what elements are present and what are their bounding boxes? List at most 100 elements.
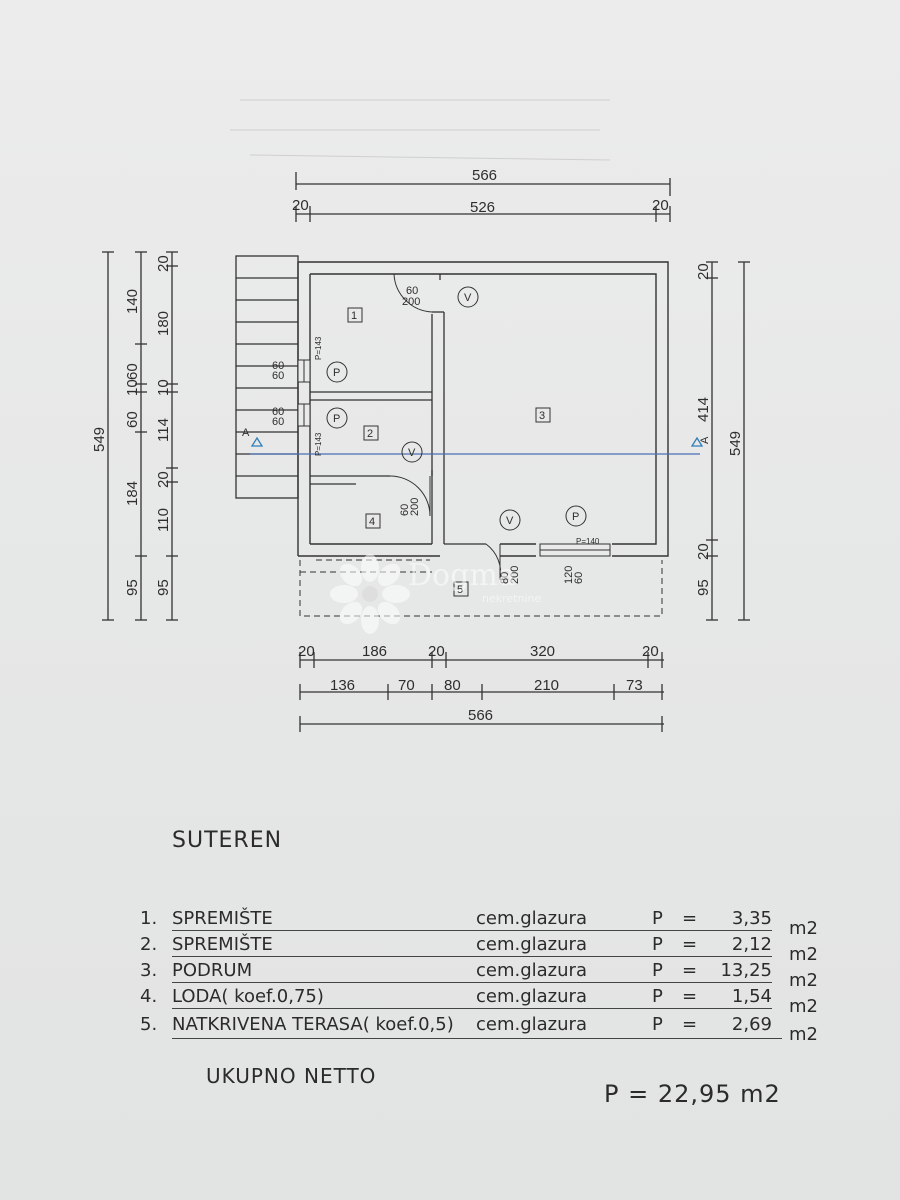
dim-bottom-overall: 566: [468, 707, 493, 724]
top-dimension-lines: [295, 172, 671, 222]
dim-right-0: 20: [695, 263, 712, 280]
room-label-2: 2: [367, 428, 373, 440]
dim-left-b-1: 180: [155, 311, 172, 336]
win2-width: 60: [272, 406, 284, 418]
outer-walls: [297, 261, 669, 557]
left-dimension-lines: [102, 251, 178, 621]
dim-left-a-2: 10: [124, 379, 141, 396]
room-label-1: 1: [351, 310, 357, 322]
dim-top-inner: 526: [470, 199, 495, 216]
room-label-3: 3: [539, 410, 545, 422]
dim-bottom-r1-2: 20: [428, 643, 445, 660]
dim-top-left-wall: 20: [292, 197, 309, 214]
dim-bottom-r1-3: 320: [530, 643, 555, 660]
table-row: 5. NATKRIVENA TERASA( koef.0,5) cem.glaz…: [140, 1014, 818, 1045]
door-swings: [389, 273, 502, 581]
row-underline: [172, 982, 772, 983]
dim-bottom-r1-4: 20: [642, 643, 659, 660]
win3-width: 120: [563, 566, 575, 584]
dim-left-b-5: 110: [155, 508, 172, 532]
total-label: UKUPNO NETTO: [206, 1064, 377, 1088]
bottom-dimension-lines: [299, 652, 664, 732]
room-labels: 1 2 3 4 5: [351, 310, 545, 596]
dim-bottom-r2-4: 73: [626, 677, 643, 694]
dim-right-3: 95: [695, 579, 712, 596]
floor-title: SUTEREN: [172, 828, 283, 853]
sill-height-3: P=140: [576, 537, 600, 546]
section-line: [250, 436, 704, 455]
room-label-5: 5: [457, 584, 463, 596]
table-row: 1. SPREMIŠTE cem.glazura P = 3,35 m2: [140, 908, 818, 939]
right-dimension-lines: [706, 261, 750, 621]
dim-right-1: 414: [695, 397, 712, 422]
table-row: 2. SPREMIŠTE cem.glazura P = 2,12 m2: [140, 934, 818, 965]
room-label-4: 4: [369, 516, 375, 528]
floor-plan: 566 20 526 20 549 140 60 10 60 184 95 20…: [91, 99, 750, 732]
parapet-symbol-2: P: [333, 413, 340, 425]
sill-height-1: P=143: [314, 336, 323, 360]
vent-symbol-1: V: [464, 292, 472, 304]
door-bottom-height: 200: [509, 566, 521, 584]
watermark-brand: Dogma: [408, 558, 516, 593]
staircase: [235, 255, 299, 499]
parapet-symbol-1: P: [333, 367, 340, 379]
ghost-lines: [230, 99, 611, 161]
vent-symbol-3: V: [506, 515, 514, 527]
watermark-flower-icon: [330, 554, 410, 634]
row-underline: [172, 930, 772, 931]
table-row: 4. LODA( koef.0,75) cem.glazura P = 1,54…: [140, 986, 818, 1017]
win3-height: 60: [573, 572, 585, 584]
symbol-circles: [326, 286, 587, 531]
door-mid-height: 200: [409, 498, 421, 516]
row-underline: [172, 1038, 782, 1039]
dim-left-a-1: 60: [124, 363, 141, 380]
dim-right-outer: 549: [727, 431, 744, 456]
opening-annotations: 60 200 60 60 60 60 P=143 P=143 P=140 60 …: [272, 285, 600, 584]
dim-left-a-0: 140: [124, 289, 141, 314]
dim-bottom-r2-3: 210: [534, 677, 559, 694]
section-mark-left: A: [242, 427, 250, 439]
section-mark-right: A: [699, 436, 711, 444]
dim-top-overall: 566: [472, 167, 497, 184]
dim-bottom-r1-1: 186: [362, 643, 387, 660]
dim-bottom-r2-2: 80: [444, 677, 461, 694]
dim-bottom-r2-1: 70: [398, 677, 415, 694]
door-mid-width: 60: [399, 504, 411, 516]
sill-height-2: P=143: [314, 432, 323, 456]
win2-height: 60: [272, 416, 284, 428]
interior-walls: [310, 274, 486, 545]
row-underline: [172, 1008, 772, 1009]
dim-bottom-r1-0: 20: [298, 643, 315, 660]
dim-left-b-6: 95: [155, 579, 172, 596]
left-dimension-texts: 549 140 60 10 60 184 95 20 180 10 114 20…: [91, 255, 172, 596]
dim-top-right-wall: 20: [652, 197, 669, 214]
dim-bottom-r2-0: 136: [330, 677, 355, 694]
watermark-subtitle: nekretnine: [482, 592, 542, 605]
dim-right-2: 20: [695, 543, 712, 560]
top-dimension-texts: 566 20 526 20: [292, 167, 669, 216]
dim-left-a-5: 95: [124, 579, 141, 596]
win1-height: 60: [272, 370, 284, 382]
table-row: 3. PODRUM cem.glazura P = 13,25 m2: [140, 960, 818, 991]
windows: [297, 359, 611, 557]
dim-left-b-2: 10: [155, 379, 172, 396]
door-top-height: 200: [402, 296, 420, 308]
dim-left-a-3: 60: [124, 411, 141, 428]
watermark: Dogma nekretnine: [330, 552, 580, 642]
parapet-symbol-3: P: [572, 511, 579, 523]
total-value: P = 22,95 m2: [604, 1080, 781, 1108]
dim-left-b-4: 20: [155, 471, 172, 488]
vent-symbol-2: V: [408, 447, 416, 459]
row-underline: [172, 956, 772, 957]
right-dimension-texts: 20 414 20 95 549: [695, 263, 744, 596]
room-number-boxes: [347, 307, 551, 597]
door-top-width: 60: [406, 285, 418, 297]
win1-width: 60: [272, 360, 284, 372]
bottom-dimension-texts: 20 186 20 320 20 136 70 80 210 73 566: [298, 643, 659, 724]
dim-left-b-0: 20: [155, 255, 172, 272]
dim-left-a-4: 184: [124, 481, 141, 506]
dim-left-outer: 549: [91, 427, 108, 452]
symbol-letters: V P P V V P A A: [242, 292, 711, 527]
dim-left-b-3: 114: [155, 418, 172, 442]
